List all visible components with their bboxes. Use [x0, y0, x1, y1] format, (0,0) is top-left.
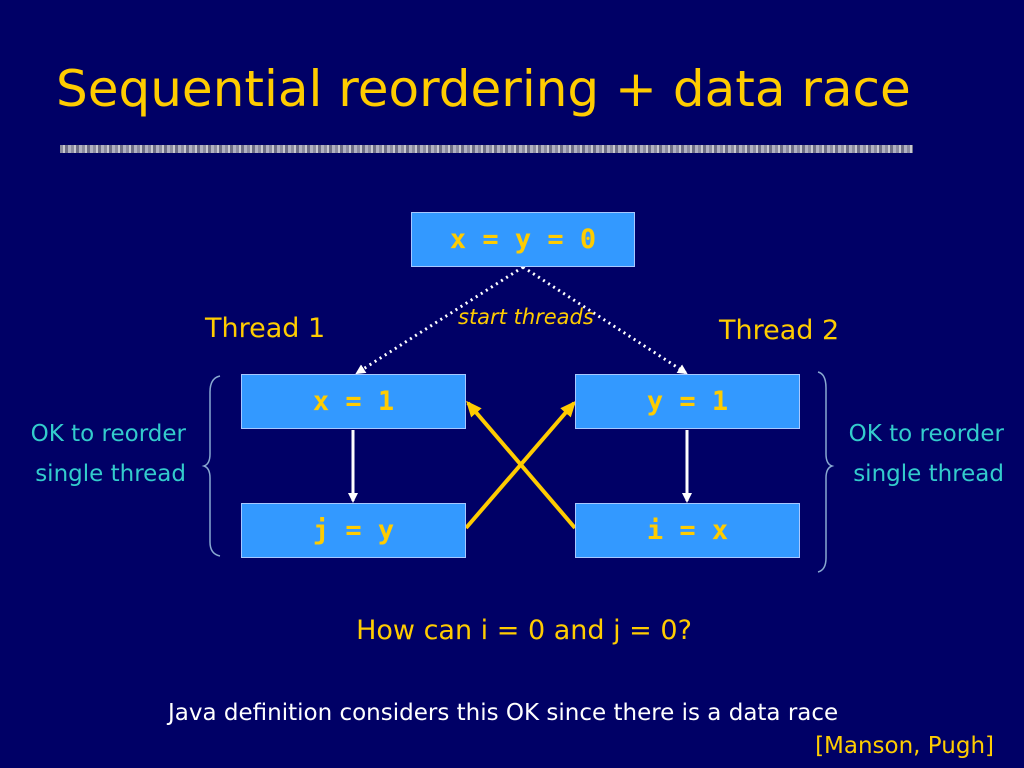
init-box: x = y = 0 [411, 212, 635, 267]
java-note: Java definition considers this OK since … [168, 700, 839, 726]
start-threads-label: start threads [458, 305, 594, 329]
slide-title: Sequential reordering + data race [56, 60, 911, 118]
left-reorder-note: OK to reorder single thread [0, 414, 186, 494]
title-divider [60, 145, 913, 153]
thread1-first-box: x = 1 [241, 374, 466, 429]
thread2-label: Thread 2 [719, 315, 840, 346]
right-brace [817, 371, 835, 573]
thread2-first-box: y = 1 [575, 374, 800, 429]
right-reorder-note: OK to reorder single thread [820, 414, 1004, 494]
thread1-label: Thread 1 [205, 313, 326, 344]
thread2-second-box: i = x [575, 503, 800, 558]
left-brace [201, 375, 221, 557]
right-reorder-line1: OK to reorder [848, 421, 1004, 447]
left-reorder-line1: OK to reorder [30, 421, 186, 447]
left-reorder-line2: single thread [35, 461, 186, 487]
question-text: How can i = 0 and j = 0? [356, 615, 692, 646]
race-arrow-to-y1 [464, 400, 576, 530]
thread1-second-box: j = y [241, 503, 466, 558]
start-arrow-thread2 [522, 265, 688, 375]
right-reorder-line2: single thread [853, 461, 1004, 487]
citation: [Manson, Pugh] [815, 733, 994, 759]
